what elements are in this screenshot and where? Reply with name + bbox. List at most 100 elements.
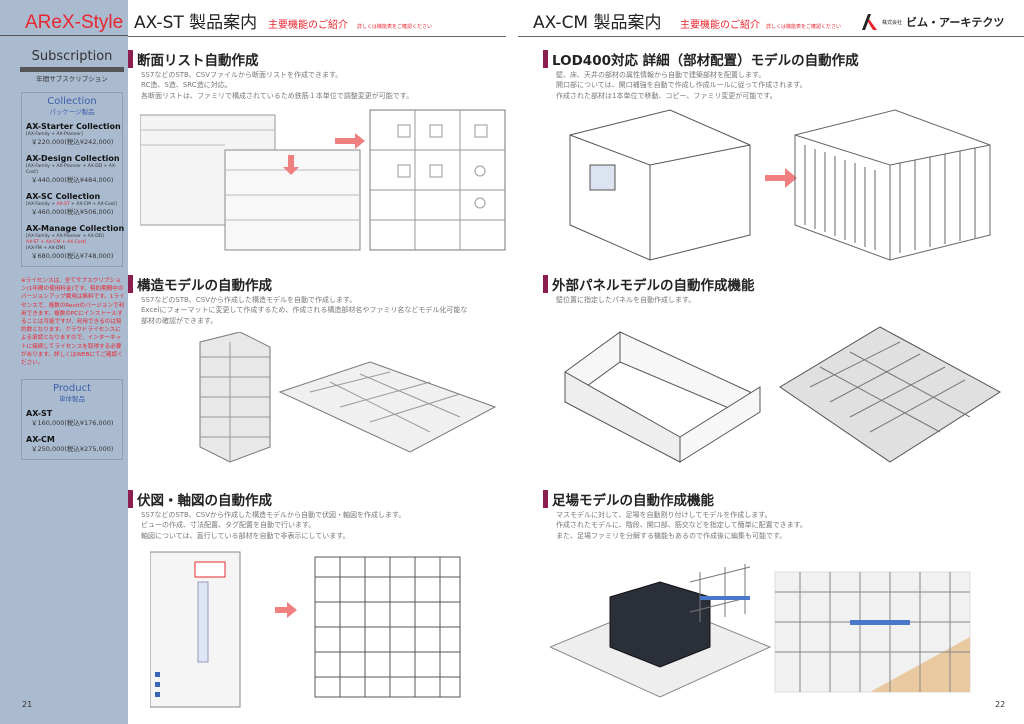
- company-name: ビム・アーキテクツ: [906, 16, 1005, 29]
- desc-line: 各断面リストは、ファミリで構成されているため鉄筋１本単位で調整変更が可能です。: [141, 91, 414, 100]
- section-title-text: 構造モデルの自動作成: [137, 278, 272, 294]
- collection-box: Collection パッケージ製品 AX-Starter Collection…: [21, 92, 125, 267]
- item-parts: [AX-FM + AX-DM]: [26, 246, 66, 251]
- item-name: AX-Starter Collection: [26, 122, 121, 131]
- structural-model-figure: [199, 332, 497, 463]
- item-name: AX-ST: [26, 409, 53, 419]
- section-title: 断面リスト自動作成: [128, 50, 508, 69]
- item-name: AX-Design Collection: [26, 154, 120, 163]
- page-note: 詳しくは機能表をご確認ください: [766, 24, 842, 30]
- divider: [128, 36, 506, 37]
- item-price: ￥160,000(税込¥176,000): [31, 419, 114, 428]
- item-parts: [AX-Family + AX-Planner]: [26, 132, 83, 137]
- page-subtitle: 主要機能のご紹介: [680, 20, 760, 31]
- sidebar-content: Collection パッケージ製品 AX-Starter Collection…: [21, 92, 125, 461]
- arrow-icon: [335, 133, 365, 149]
- arrow-icon: [283, 155, 299, 175]
- arex-style-logo: AReX-Style: [25, 12, 124, 33]
- desc-line: 軸図については、直行している部材を自動で非表示にしています。: [141, 531, 350, 540]
- section-description: 壁、床、天井の部材の属性情報から自動で建築部材を配置します。開口部については、開…: [543, 70, 1013, 101]
- page-number: 22: [995, 700, 1006, 709]
- item-price: ￥680,000(税込¥748,000): [31, 252, 114, 260]
- section-plan-drawings: 伏図・軸図の自動作成 SS7などのSTB、CSVから作成した構造モデルから自動で…: [128, 490, 508, 541]
- page-title: AX-ST 製品案内: [134, 13, 258, 33]
- product-subtitle: 単体製品: [59, 395, 85, 404]
- section-marker: [128, 275, 133, 293]
- desc-line: 開口部については、開口補強を自動で作成し作成ルールに従って作成されます。: [556, 81, 807, 90]
- item-price: ￥220,000(税込¥242,000): [31, 138, 114, 146]
- desc-line: SS7などのSTB、CSVから作成した構造モデルを自動で作成します。: [141, 296, 357, 304]
- section-description: SS7などのSTB、CSVから作成した構造モデルから自動で伏図・軸図を作成します…: [128, 510, 508, 541]
- item-price: ￥250,000(税込¥275,000): [31, 445, 114, 454]
- section-exterior-panel: 外部パネルモデルの自動作成機能 壁位置に指定したパネルを自動作成します。: [543, 275, 1013, 305]
- desc-line: SS7などのSTB、CSVから作成した構造モデルから自動で伏図・軸図を作成します…: [141, 511, 406, 519]
- page-title: AX-CM 製品案内: [533, 13, 662, 33]
- item-name: AX-CM: [26, 435, 55, 445]
- arrow-icon: [275, 602, 297, 618]
- section-structural-model: 構造モデルの自動作成 SS7などのSTB、CSVから作成した構造モデルを自動で作…: [128, 275, 508, 326]
- divider: [20, 67, 124, 72]
- parts-text: + AX-CM + AX-Cost]: [69, 202, 117, 207]
- collection-item: AX-Manage Collection [AX-Family + AX-Pla…: [26, 224, 125, 260]
- desc-line: RC造、S造、SRC造に対応。: [141, 81, 232, 90]
- section-lod400: LOD400対応 詳細（部材配置）モデルの自動作成 壁、床、天井の部材の属性情報…: [543, 50, 1013, 101]
- section-title: LOD400対応 詳細（部材配置）モデルの自動作成: [543, 50, 1013, 69]
- parts-text: [AX-Family +: [26, 202, 57, 207]
- item-parts: [AX-Family + AX-Planner + AX-DD + AX-Cos…: [26, 164, 117, 175]
- exterior-panel-figure: [564, 326, 1001, 463]
- scaffolding-figure: [550, 564, 971, 698]
- desc-line: SS7などのSTB、CSVファイルから断面リストを作成できます。: [141, 71, 343, 79]
- desc-line: Excelにフォーマットに変更して作成するため、作成される構造部材名やファミリ名…: [141, 306, 468, 315]
- product-box: Product 単体製品 AX-ST ￥160,000(税込¥176,000) …: [21, 379, 123, 461]
- item-name: AX-Manage Collection: [26, 224, 125, 233]
- item-parts: [AX-Family + AX-ST + AX-CM + AX-Cost]: [26, 202, 118, 208]
- collection-item: AX-Design Collection [AX-Family + AX-Pla…: [26, 154, 120, 184]
- item-name: AX-SC Collection: [26, 192, 101, 201]
- plan-drawing-figure: [150, 551, 461, 708]
- subscription-heading: Subscription: [31, 49, 113, 64]
- desc-line: ビューの作成、寸法配置、タグ配置を自動で行います。: [141, 521, 316, 530]
- collection-subtitle: パッケージ製品: [49, 108, 95, 116]
- license-note: ※ライセンスは、全てサブスクリプション(1年間の使用料金)です。契約期間中のバー…: [21, 278, 125, 367]
- sidebar: AReX-Style Subscription 年間サブスクリプション Coll…: [0, 0, 128, 724]
- page-number: 21: [22, 700, 33, 709]
- item-parts: [AX-Family + AX-Planner + AX-DD]: [26, 234, 104, 239]
- parts-highlight: AX-ST: [56, 202, 70, 207]
- divider: [518, 36, 1024, 37]
- collection-title: Collection: [47, 96, 97, 107]
- desc-line: マスモデルに対して、足場を自動割り付けしてモデルを作成します。: [556, 511, 772, 519]
- desc-line: 壁、床、天井の部材の属性情報から自動で建築部材を配置します。: [556, 71, 766, 79]
- section-description: マスモデルに対して、足場を自動割り付けしてモデルを作成します。作成されたモデルに…: [543, 510, 1013, 541]
- desc-line: 作成された部材は1本単位で移動、コピー、ファミリ変更が可能です。: [556, 91, 777, 100]
- section-marker: [543, 490, 548, 508]
- section-marker: [543, 275, 548, 293]
- section-title: 足場モデルの自動作成機能: [543, 490, 1013, 509]
- section-title: 外部パネルモデルの自動作成機能: [543, 275, 1013, 294]
- section-marker: [128, 50, 133, 68]
- desc-line: 壁位置に指定したパネルを自動作成します。: [556, 296, 696, 304]
- product-item: AX-ST ￥160,000(税込¥176,000): [26, 409, 118, 427]
- collection-item: AX-SC Collection [AX-Family + AX-ST + AX…: [26, 192, 118, 216]
- divider: [0, 35, 128, 36]
- item-price: ￥440,000(税込¥484,000): [31, 176, 114, 184]
- lod400-figure: [569, 109, 991, 261]
- section-title-text: 伏図・軸図の自動作成: [137, 493, 272, 509]
- collection-item: AX-Starter Collection [AX-Family + AX-Pl…: [26, 122, 121, 146]
- section-title-text: LOD400対応 詳細（部材配置）モデルの自動作成: [552, 53, 859, 69]
- section-description: 壁位置に指定したパネルを自動作成します。: [543, 295, 1013, 305]
- section-title: 構造モデルの自動作成: [128, 275, 508, 294]
- page-subtitle: 主要機能のご紹介: [268, 20, 348, 31]
- section-title-text: 外部パネルモデルの自動作成機能: [552, 278, 755, 294]
- product-title: Product: [53, 383, 91, 395]
- company-prefix: 株式会社: [882, 19, 903, 26]
- page-note: 詳しくは機能表をご確認ください: [357, 24, 433, 30]
- section-scaffolding: 足場モデルの自動作成機能 マスモデルに対して、足場を自動割り付けしてモデルを作成…: [543, 490, 1013, 541]
- company-logo-icon: [862, 14, 877, 30]
- product-item: AX-CM ￥250,000(税込¥275,000): [26, 435, 118, 453]
- section-description: SS7などのSTB、CSVから作成した構造モデルを自動で作成します。 Excelに…: [128, 295, 508, 326]
- section-title-text: 断面リスト自動作成: [137, 53, 259, 69]
- item-parts: AX-ST + AX-CM + AX-Cost]: [26, 240, 87, 245]
- section-list-figure: [140, 109, 506, 251]
- section-section-list: 断面リスト自動作成 SS7などのSTB、CSVファイルから断面リストを作成できま…: [128, 50, 508, 101]
- desc-line: 作成されたモデルに、階段、開口部、筋交などを指定して簡単に配置できます。: [556, 521, 807, 530]
